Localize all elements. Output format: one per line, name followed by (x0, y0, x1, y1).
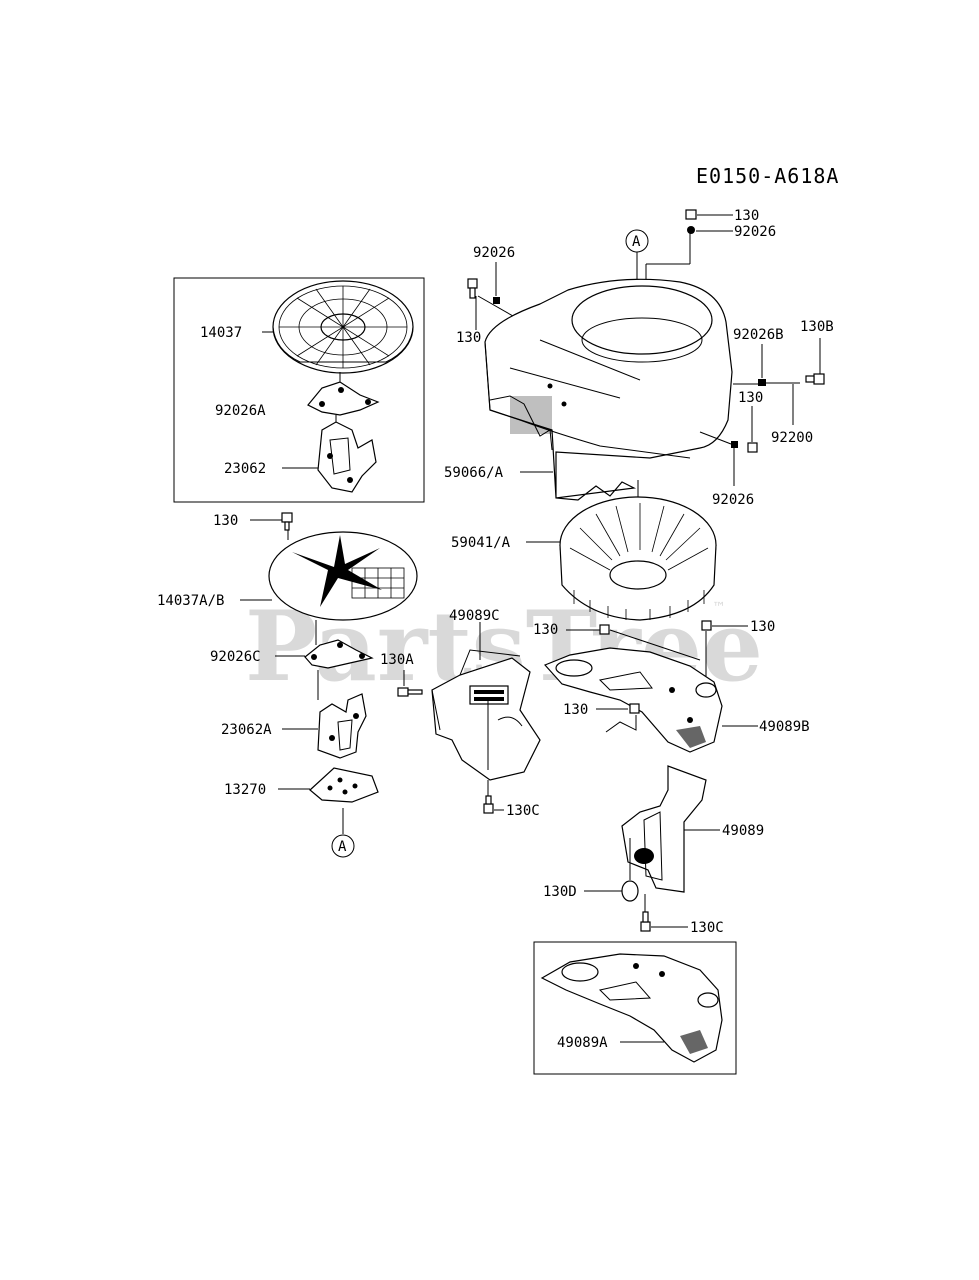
label-130-left-stack: 130 (213, 513, 238, 529)
label-130-fan-left: 130 (533, 622, 558, 638)
part-92026C-plate[interactable] (304, 639, 374, 669)
label-92026A: 92026A (215, 403, 266, 419)
part-130-bolt-fan-left[interactable] (599, 624, 610, 635)
part-92026-washer-right[interactable] (731, 441, 738, 448)
label-23062: 23062 (224, 461, 266, 477)
label-92026-left: 92026 (473, 245, 515, 261)
label-92026-right: 92026 (712, 492, 754, 508)
label-130-baffle: 130 (563, 702, 588, 718)
svg-text:A: A (338, 839, 347, 855)
part-92026A-plate[interactable] (307, 381, 380, 416)
part-130-bolt-right[interactable] (747, 442, 758, 453)
part-130-bolt-left[interactable] (281, 512, 293, 531)
part-92026-washer-left[interactable] (493, 297, 500, 304)
part-49089A-baffle[interactable] (540, 953, 723, 1063)
part-130A-bolt[interactable] (397, 687, 423, 697)
label-130B: 130B (800, 319, 834, 335)
label-130A: 130A (380, 652, 414, 668)
part-92026B-washer[interactable] (758, 379, 766, 386)
part-23062A-bracket[interactable] (317, 693, 367, 759)
part-49089B-baffle[interactable] (543, 647, 723, 753)
label-92026C: 92026C (210, 649, 261, 665)
part-13270-plate[interactable] (309, 767, 379, 803)
label-59066A: 59066/A (444, 465, 504, 481)
part-130C-bolt-mid[interactable] (483, 795, 494, 814)
label-14037: 14037 (200, 325, 242, 341)
label-92026-top: 92026 (734, 224, 776, 240)
label-130-housing-left: 130 (456, 330, 481, 346)
baffle-group-box (533, 941, 737, 1075)
label-13270: 13270 (224, 782, 266, 798)
label-49089B: 49089B (759, 719, 810, 735)
part-130C-bolt-low[interactable] (640, 911, 651, 932)
ref-marker-a-top: A (625, 229, 649, 253)
part-14037-screen[interactable] (272, 280, 414, 374)
ref-marker-a-lower: A (331, 834, 355, 858)
label-130D: 130D (543, 884, 577, 900)
watermark-trademark: ™ (712, 600, 726, 616)
part-130D-grommet[interactable] (621, 880, 639, 902)
part-130-bolt-top[interactable] (685, 209, 697, 220)
label-14037AB: 14037A/B (157, 593, 224, 609)
label-130-fan-right: 130 (750, 619, 775, 635)
part-92026-washer-top[interactable] (687, 226, 695, 234)
part-130-bolt-housing-left[interactable] (467, 278, 478, 299)
screen-group-box (173, 277, 425, 503)
part-130B-bolt[interactable] (805, 373, 825, 385)
part-14037AB-disk[interactable] (268, 531, 418, 621)
label-130-top: 130 (734, 208, 759, 224)
part-59041A-flywheel[interactable] (559, 496, 717, 621)
diagram-code: E0150-A618A (696, 164, 839, 188)
label-59041A: 59041/A (451, 535, 511, 551)
part-23062-bracket[interactable] (317, 421, 377, 493)
part-130-bolt-fan-right[interactable] (701, 620, 712, 631)
label-49089C: 49089C (449, 608, 500, 624)
svg-text:A: A (632, 234, 641, 250)
label-130-right: 130 (738, 390, 763, 406)
part-59066A-blower-housing[interactable] (484, 278, 733, 501)
label-49089: 49089 (722, 823, 764, 839)
part-130-bolt-baffle[interactable] (629, 703, 640, 714)
label-23062A: 23062A (221, 722, 272, 738)
part-49089-baffle[interactable] (621, 765, 707, 893)
label-49089A: 49089A (557, 1035, 608, 1051)
label-130C-mid: 130C (506, 803, 540, 819)
label-130C-low: 130C (690, 920, 724, 936)
label-92026B: 92026B (733, 327, 784, 343)
part-49089C-baffle[interactable] (431, 649, 541, 781)
label-92200: 92200 (771, 430, 813, 446)
